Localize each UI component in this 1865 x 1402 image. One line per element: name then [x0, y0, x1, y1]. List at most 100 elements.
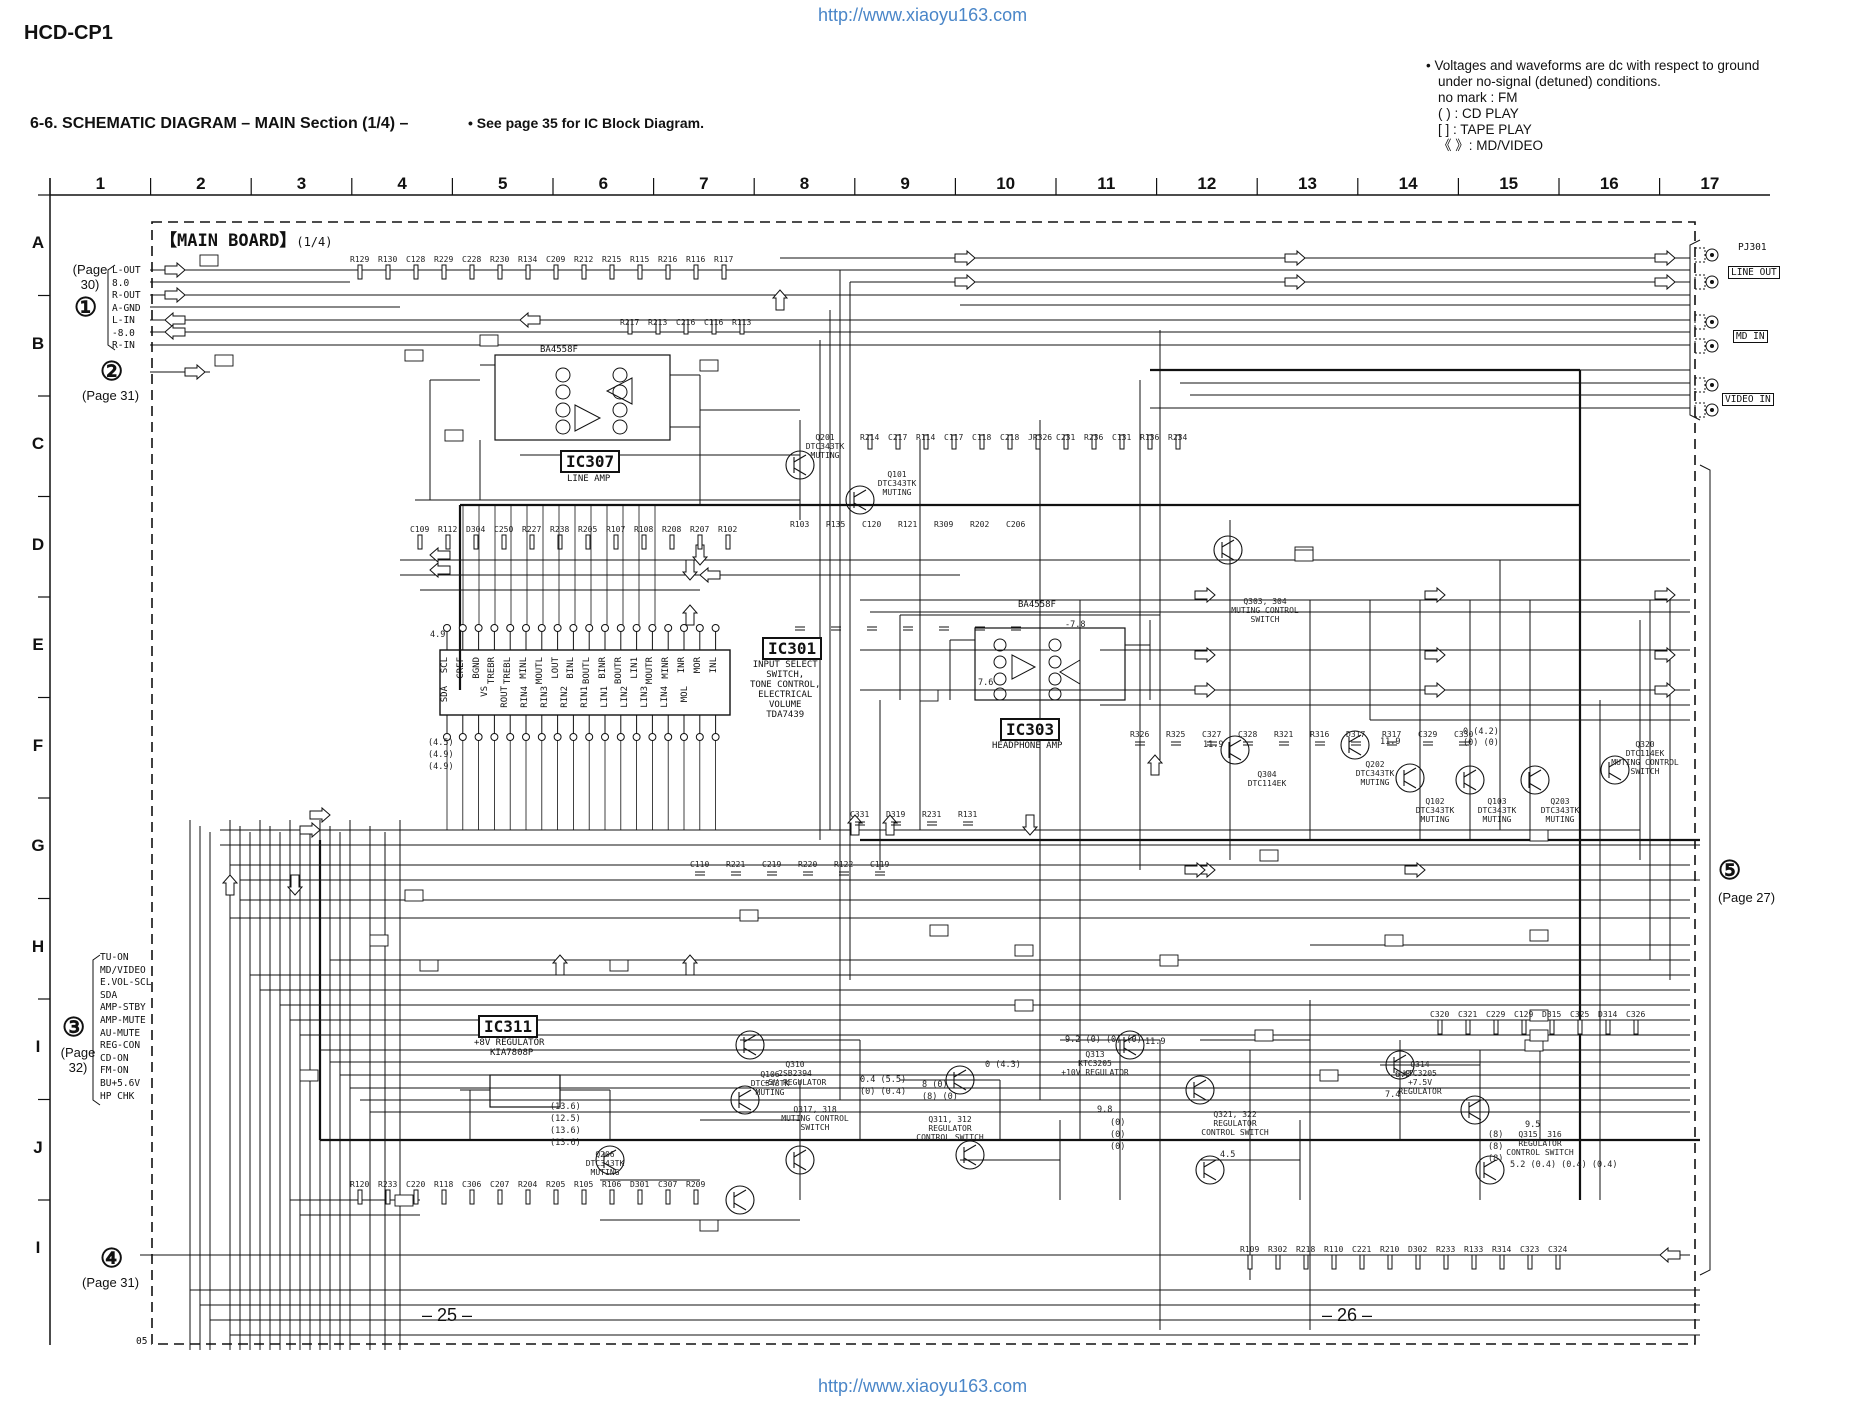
- component-label: R314: [1492, 1245, 1512, 1254]
- voltage-label: 9.2 (0) (0) (0): [1065, 1035, 1142, 1045]
- ic301-pin-label-top: BOUTR: [613, 657, 624, 685]
- component-label: R129: [350, 255, 370, 264]
- column-number: 8: [799, 174, 810, 193]
- page-number-right: – 26 –: [1322, 1305, 1373, 1325]
- component-label: R212: [574, 255, 594, 264]
- transistor-desc: MUTING: [1482, 815, 1512, 824]
- component-label: C325: [1570, 1010, 1590, 1019]
- component-label: C217: [888, 433, 908, 442]
- voltage-label: (0): [1110, 1130, 1126, 1140]
- component-label: R326: [1130, 730, 1150, 739]
- component-label: R130: [378, 255, 398, 264]
- header-url[interactable]: http://www.xiaoyu163.com: [818, 5, 1028, 25]
- transistor-ref: Q310: [785, 1060, 805, 1069]
- component-label: R216: [658, 255, 678, 264]
- connector3-signal: AMP-MUTE: [100, 1015, 146, 1026]
- ic301-pin-label-bottom: ROUT: [500, 686, 510, 708]
- component-label: R114: [916, 433, 936, 442]
- transistor-desc: MUTING: [1360, 778, 1390, 787]
- connector3-signal: FM-ON: [100, 1065, 129, 1077]
- component-label: C228: [462, 255, 482, 264]
- component-label: R204: [518, 1180, 538, 1189]
- component-label: R103: [790, 520, 810, 529]
- connector3-signal: AMP-STBY: [100, 1002, 146, 1014]
- ic301-pin-label-bottom: RIN4: [520, 686, 530, 708]
- row-letter: A: [31, 233, 45, 253]
- component-label: C218: [1000, 433, 1020, 442]
- connector3-signal: AU-MUTE: [100, 1027, 141, 1039]
- component-label: C330: [1454, 730, 1474, 739]
- transistor-desc: +7.5V REGULATOR: [1398, 1078, 1442, 1096]
- component-label: R229: [434, 255, 454, 264]
- ic301-pin-label-top: CREF: [455, 657, 466, 679]
- ic301-pin-label-bottom: LIN1: [600, 686, 610, 708]
- ic301-pin-label-top: LIN1: [629, 657, 640, 679]
- transistor-desc: MUTING: [755, 1088, 785, 1097]
- component-label: R236: [1084, 433, 1104, 442]
- component-label: C109: [410, 525, 430, 534]
- transistor-desc: REGULATOR CONTROL SWITCH: [1506, 1139, 1574, 1157]
- transistor-part: DTC114EK: [1247, 779, 1287, 788]
- connector3-page: (Page 32): [60, 1045, 96, 1075]
- column-ticks: [49, 178, 1661, 195]
- transistor-part: DTC343TK: [805, 442, 845, 451]
- ic301-desc: INPUT SELECT SWITCH, TONE CONTROL, ELECT…: [750, 660, 820, 720]
- transistor-ref: Q317, 318: [793, 1105, 837, 1114]
- column-number: 5: [497, 174, 508, 193]
- row-letter: D: [31, 534, 45, 554]
- transistor-ref: Q102: [1425, 797, 1445, 806]
- row-letter: I: [35, 1238, 41, 1258]
- ic301-pin-stubs: [443, 505, 720, 830]
- pj301-jacks: [1694, 247, 1719, 418]
- connector3-signal: MD/VIDEO: [100, 964, 146, 976]
- component-label: D304: [466, 525, 486, 534]
- transistor-desc: REGULATOR CONTROL SWITCH: [916, 1124, 984, 1142]
- transistor-desc: +5V REGULATOR: [763, 1078, 827, 1087]
- connector3-signal: CD-ON: [100, 1052, 129, 1064]
- component-label: R115: [630, 255, 650, 264]
- connector4-page: (Page 31): [82, 1275, 140, 1290]
- component-label: R209: [686, 1180, 706, 1189]
- connector2-number: ②: [100, 356, 124, 386]
- component-label: R205: [546, 1180, 566, 1189]
- transistor-ref: Q106: [760, 1070, 780, 1079]
- voltage-label: (4.9): [428, 750, 454, 760]
- component-label: R117: [714, 255, 734, 264]
- row-letter: J: [33, 1137, 43, 1157]
- component-label: R131: [958, 810, 978, 819]
- component-label: C119: [870, 860, 890, 869]
- component-label: R215: [602, 255, 622, 264]
- footer-url[interactable]: http://www.xiaoyu163.com: [818, 1376, 1028, 1396]
- ic303-body: [974, 627, 1126, 701]
- transistor-part: KTC3205: [1078, 1059, 1112, 1068]
- transistor-part: DTC114EK: [1625, 749, 1665, 758]
- row-letter: E: [32, 635, 44, 655]
- connector1-signal: -8.0: [112, 327, 135, 339]
- component-label: C129: [1514, 1010, 1534, 1019]
- transistor-symbols: [595, 450, 1630, 1215]
- component-label: R217: [620, 318, 640, 327]
- ic301-pin-label-top: BINL: [566, 657, 577, 679]
- ic311-body: [489, 1074, 561, 1108]
- component-label: R205: [578, 525, 598, 534]
- transistor-part: DTC343TK: [1477, 806, 1517, 815]
- component-label: C206: [1006, 520, 1026, 529]
- ic301-body: [439, 649, 731, 716]
- ic307-part: BA4558F: [540, 345, 578, 355]
- component-label: D317: [1346, 730, 1366, 739]
- ic301-pin-label-bottom: LIN2: [620, 686, 630, 708]
- column-number: 11: [1097, 174, 1116, 193]
- transistor-ref: Q101: [887, 470, 907, 479]
- component-label: R121: [898, 520, 918, 529]
- voltage-label: -7.8: [1065, 620, 1086, 630]
- row-letter: G: [31, 836, 45, 856]
- component-label: C323: [1520, 1245, 1540, 1254]
- connector1-brace: [107, 264, 116, 351]
- component-label: C328: [1238, 730, 1258, 739]
